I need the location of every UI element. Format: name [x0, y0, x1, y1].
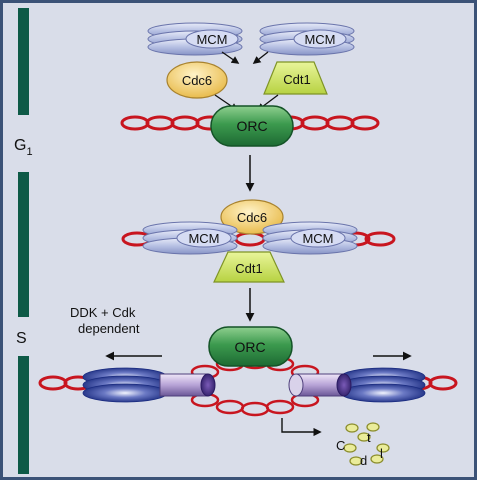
cdt1-protein-middle: Cdt1 [213, 251, 285, 283]
orc-label-top: ORC [236, 118, 267, 134]
cmg-helicase-right [288, 367, 426, 403]
mcm-label-top-right: MCM [304, 32, 335, 47]
orc-label-bottom: ORC [234, 339, 265, 355]
mcm-complex-middle-right: MCM [262, 221, 358, 255]
cdt1-label-middle: Cdt1 [235, 261, 262, 276]
mcm-label-top-left: MCM [196, 32, 227, 47]
released-letter-l: l [380, 446, 383, 461]
release-arrow [281, 418, 322, 437]
mcm-label-middle-right: MCM [302, 231, 333, 246]
cdt1-protein-top: Cdt1 [263, 61, 328, 95]
mcm-label-middle-left: MCM [188, 231, 219, 246]
mcm-complex-top-right: MCM [259, 22, 355, 56]
mcm-complex-middle-left: MCM [142, 221, 238, 255]
released-letter-d: d [360, 453, 367, 468]
cdt1-label-top: Cdt1 [283, 72, 310, 87]
cdc6-protein-top: Cdc6 [166, 61, 228, 99]
released-letter-t: t [367, 430, 371, 445]
ddk-cdk-label-line2: dependent [78, 321, 140, 336]
released-cdt1-fragments [343, 422, 390, 466]
orc-complex-bottom: ORC [208, 326, 293, 367]
ddk-cdk-label-line1: DDK + Cdk [70, 305, 136, 320]
g1-phase-bar-upper [18, 8, 29, 115]
s-phase-bar [18, 356, 29, 474]
cdc6-protein-middle: Cdc6 [220, 199, 284, 235]
g1-phase-label: G1 [14, 137, 33, 158]
s-phase-label: S [16, 330, 27, 347]
released-letter-c: C [336, 438, 345, 453]
cmg-helicase-left [82, 367, 216, 403]
mcm-complex-top-left: MCM [147, 22, 243, 56]
cdc6-label-middle: Cdc6 [237, 210, 267, 225]
g1-phase-bar-lower [18, 172, 29, 317]
cdc6-label-top: Cdc6 [182, 73, 212, 88]
orc-complex-top: ORC [210, 105, 294, 147]
